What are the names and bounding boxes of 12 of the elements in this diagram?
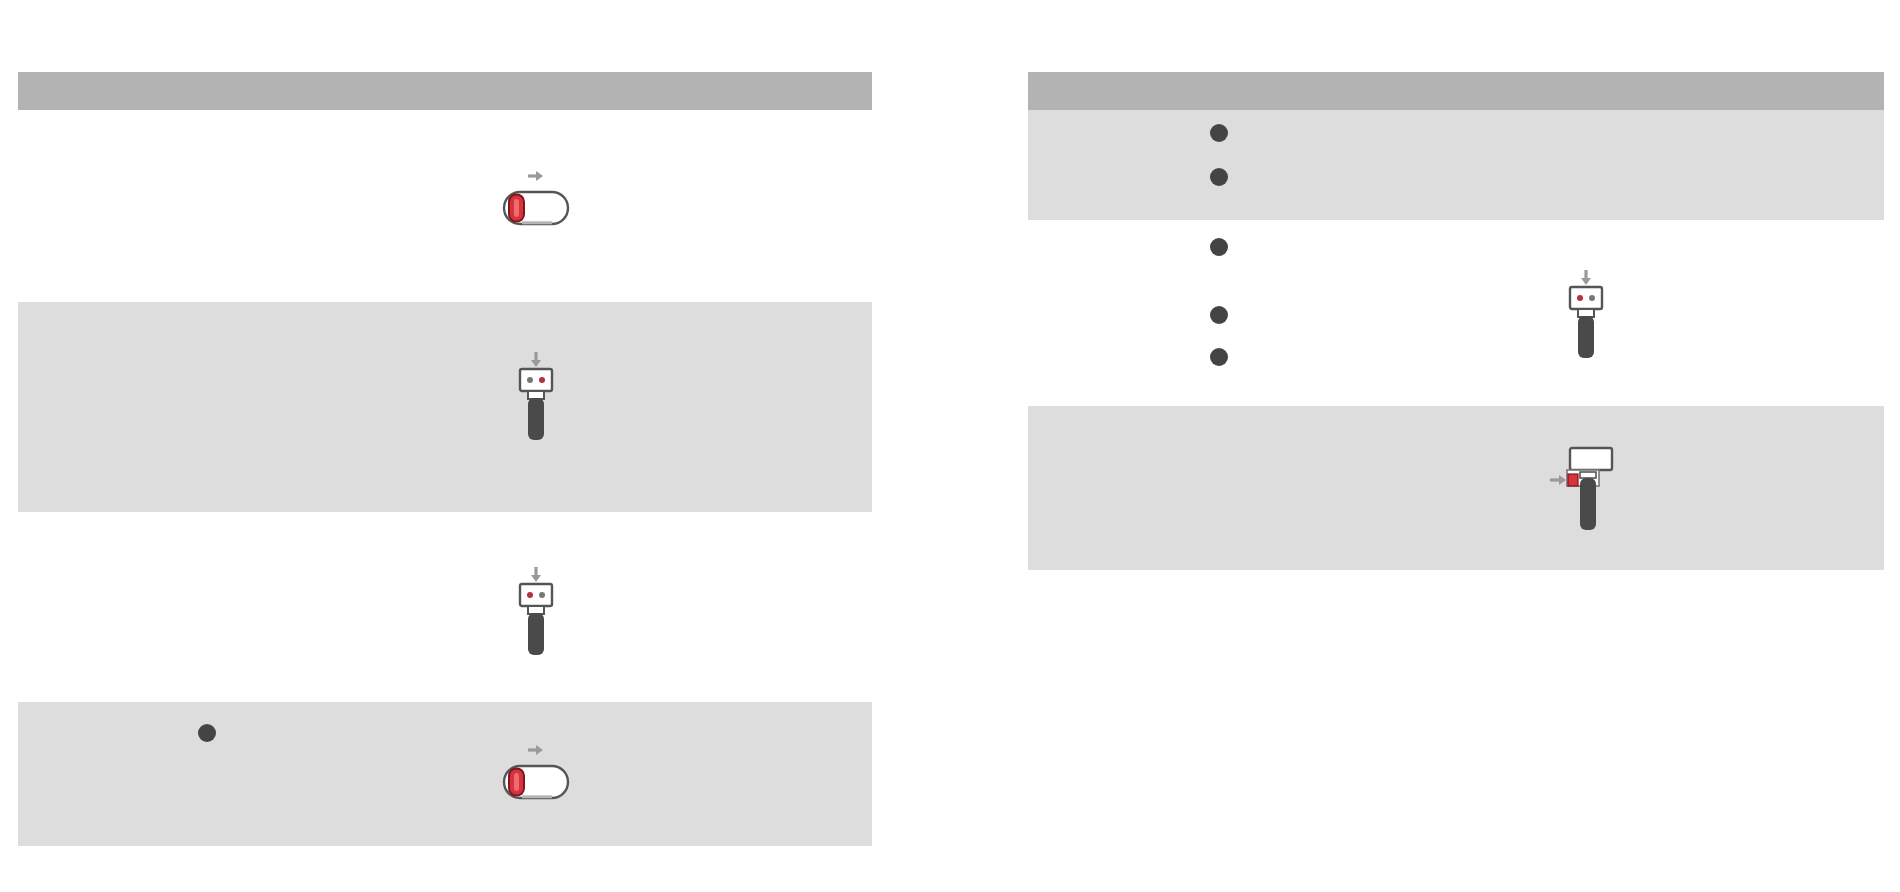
table-row-band [1028, 406, 1884, 570]
slide-switch-icon [502, 168, 570, 226]
table-row-band [18, 302, 872, 512]
handheld-grip-icon [1566, 270, 1606, 358]
table-header-bar [18, 72, 872, 110]
table-row-band [1028, 110, 1884, 220]
table-header-bar [1028, 72, 1884, 110]
table-row-band [18, 702, 872, 846]
handheld-grip-icon [516, 566, 556, 656]
slide-switch-icon [502, 742, 570, 800]
handheld-grip-icon [1550, 446, 1614, 530]
handheld-grip-icon [516, 352, 556, 440]
